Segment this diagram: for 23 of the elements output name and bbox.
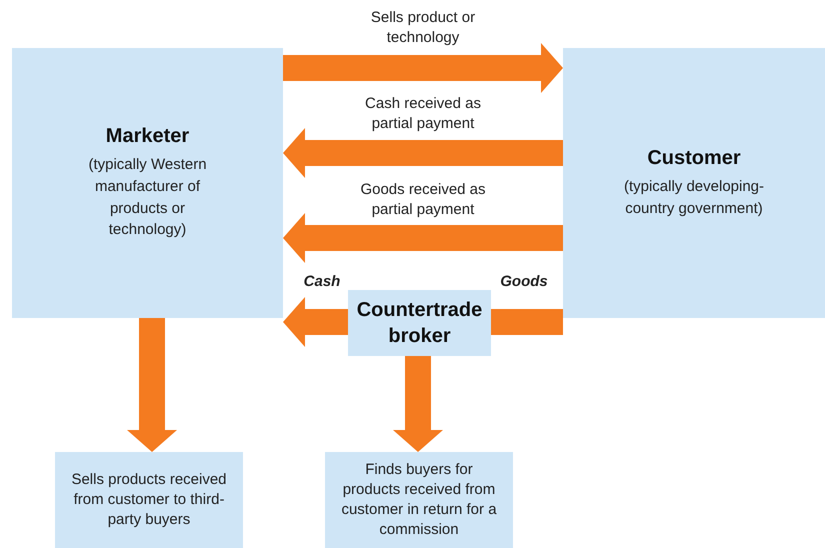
entity-box xyxy=(563,48,825,318)
block-arrow xyxy=(393,356,443,452)
description-text: (typically Western manufacturer of products or technology) xyxy=(87,155,208,240)
block-arrow xyxy=(283,128,563,178)
edge-label: Sells product or technology xyxy=(370,8,476,47)
edge-label: Cash received as partial payment xyxy=(364,94,482,133)
broker-box xyxy=(348,290,491,356)
block-arrow xyxy=(127,318,177,452)
box-title: Customer xyxy=(647,146,741,170)
edge-label: Cash xyxy=(302,272,342,292)
edge-label: Goods xyxy=(499,272,549,292)
entity-box xyxy=(12,48,283,318)
block-arrow xyxy=(283,213,563,263)
description-text: Sells products received from customer to third-party buyers xyxy=(70,470,228,530)
entity-box xyxy=(55,452,243,548)
description-text: (typically developing-country government) xyxy=(622,176,766,218)
block-arrow xyxy=(283,43,563,93)
entity-box xyxy=(325,452,513,548)
block-arrow xyxy=(283,297,348,347)
box-title: Countertrade broker xyxy=(356,298,484,349)
edge-label: Goods received as partial payment xyxy=(359,180,487,219)
box-title: Marketer xyxy=(106,125,190,148)
description-text: Finds buyers for products received from customer in return for a commission xyxy=(340,460,498,540)
